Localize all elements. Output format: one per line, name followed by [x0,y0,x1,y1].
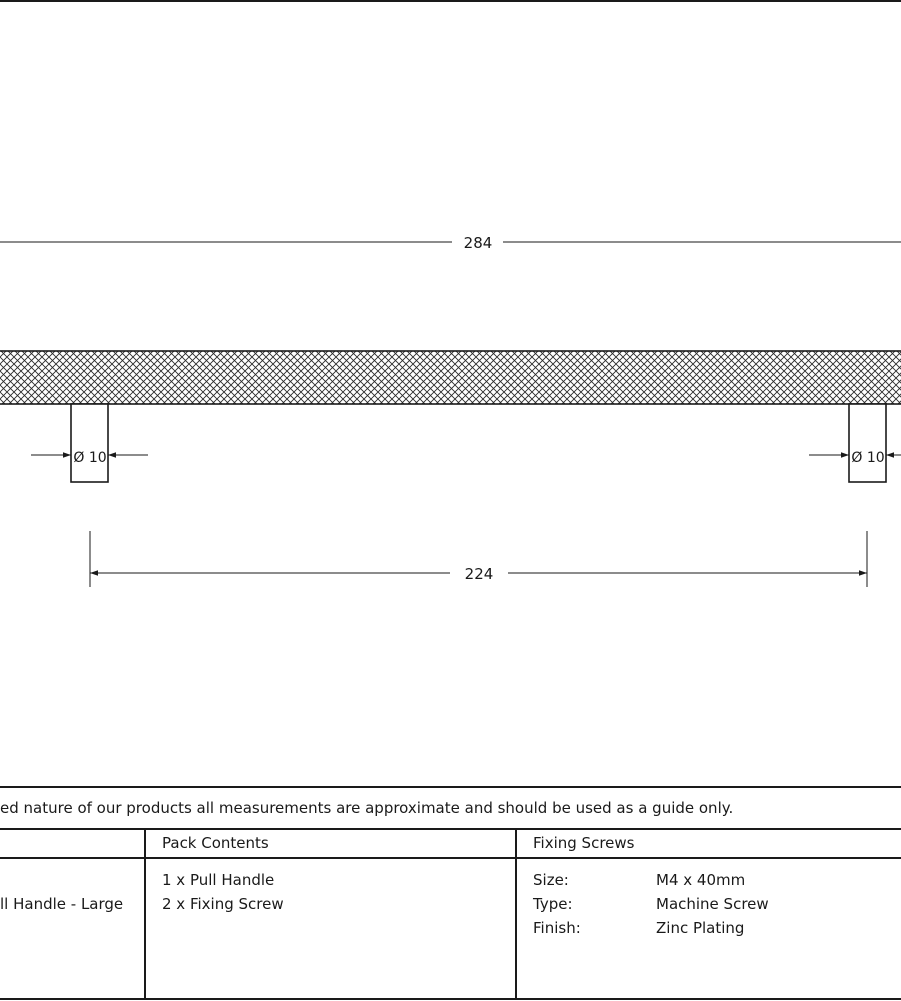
disclaimer-text: ed nature of our products all measuremen… [0,799,734,817]
centres-dimension: 224 [89,531,868,587]
screw-type-value: Machine Screw [656,895,769,913]
screw-size-label: Size: [533,871,569,889]
screw-finish-value: Zinc Plating [656,919,745,937]
product-name: ll Handle - Large [0,895,124,913]
overall-length-dimension: 284 [0,234,901,252]
left-diameter-label: Ø 10 [73,450,106,466]
screw-size-value: M4 x 40mm [656,871,746,889]
fixing-screws-header: Fixing Screws [533,834,635,852]
right-leg [848,403,887,483]
screw-finish-label: Finish: [533,919,581,937]
left-leg [70,403,109,483]
handle-bar [0,350,901,405]
screw-type-label: Type: [533,895,573,913]
left-diameter-dimension: Ø 10 [31,450,148,466]
centres-label: 224 [465,565,494,583]
right-diameter-dimension: Ø 10 [809,450,901,466]
right-diameter-label: Ø 10 [851,450,884,466]
pack-contents-item: 2 x Fixing Screw [162,895,284,913]
pack-contents-item: 1 x Pull Handle [162,871,275,889]
info-table-frame [0,786,901,1000]
pack-contents-header: Pack Contents [162,834,269,852]
overall-length-label: 284 [464,234,493,252]
